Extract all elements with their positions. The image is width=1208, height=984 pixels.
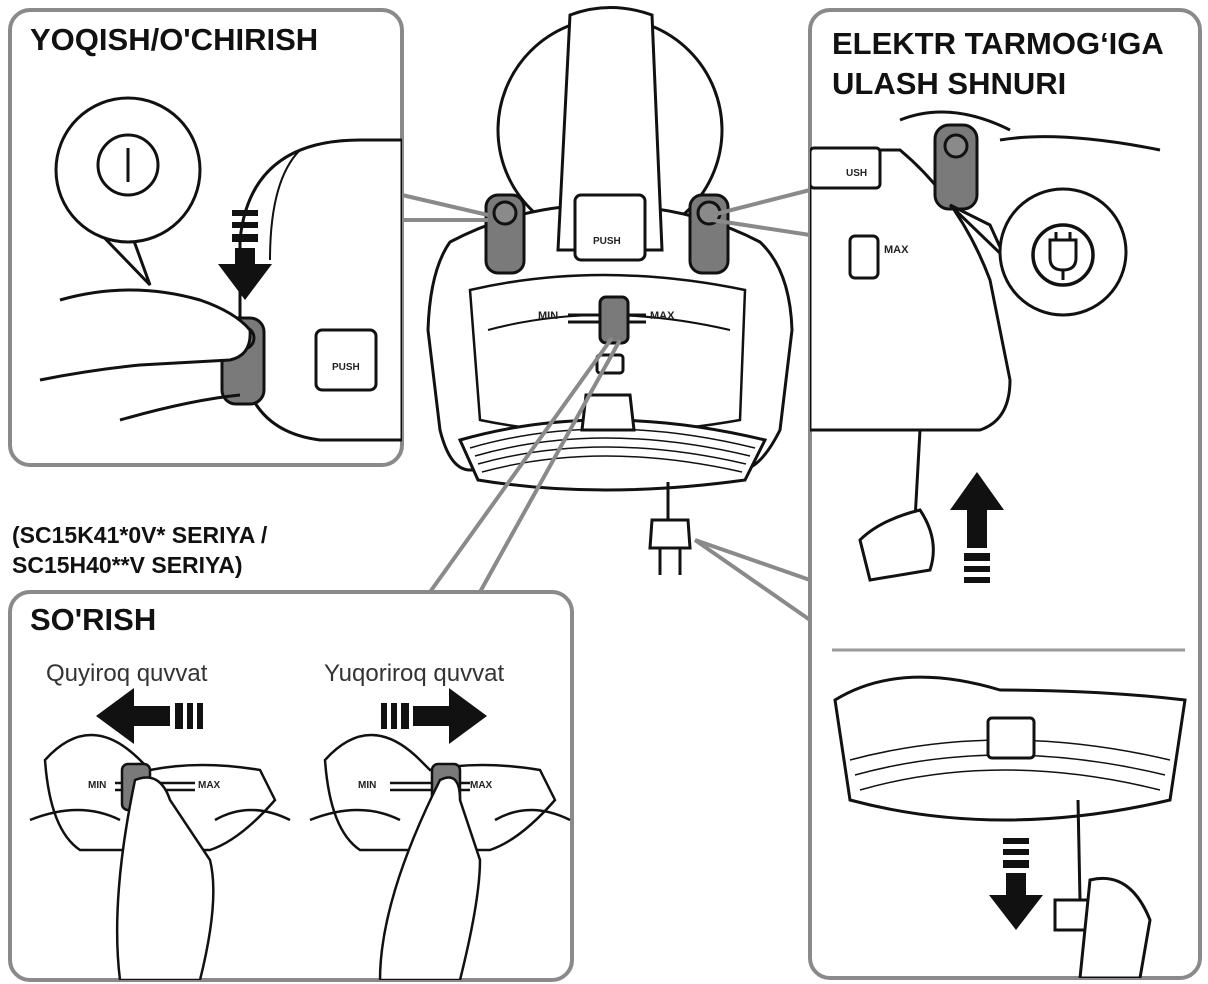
- power-cord-push-label: USH: [846, 168, 867, 179]
- model-line-1: (SC15K41*0V* SERIYA /: [12, 520, 267, 550]
- suction-left-min-label: MIN: [88, 780, 106, 791]
- power-switch-push-label: PUSH: [332, 362, 360, 373]
- power-switch-title: YOQISH/O'CHIRISH: [30, 22, 318, 58]
- low-power-label: Quyiroq quvvat: [46, 660, 207, 688]
- vacuum-min-label: MIN: [538, 310, 558, 322]
- power-cord-title-line1: ELEKTR TARMOG‘IGA: [832, 26, 1164, 62]
- model-line-2: SC15H40**V SERIYA): [12, 550, 243, 580]
- suction-right-min-label: MIN: [358, 780, 376, 791]
- suction-left-max-label: MAX: [198, 780, 220, 791]
- vacuum-push-label: PUSH: [593, 236, 621, 247]
- suction-title: SO'RISH: [30, 602, 156, 638]
- vacuum-cleaner: [428, 8, 792, 576]
- suction-right-max-label: MAX: [470, 780, 492, 791]
- power-cord-max-label: MAX: [884, 244, 908, 256]
- high-power-label: Yuqoriroq quvvat: [324, 660, 504, 688]
- vacuum-max-label: MAX: [650, 310, 674, 322]
- power-cord-title-line2: ULASH SHNURI: [832, 66, 1066, 102]
